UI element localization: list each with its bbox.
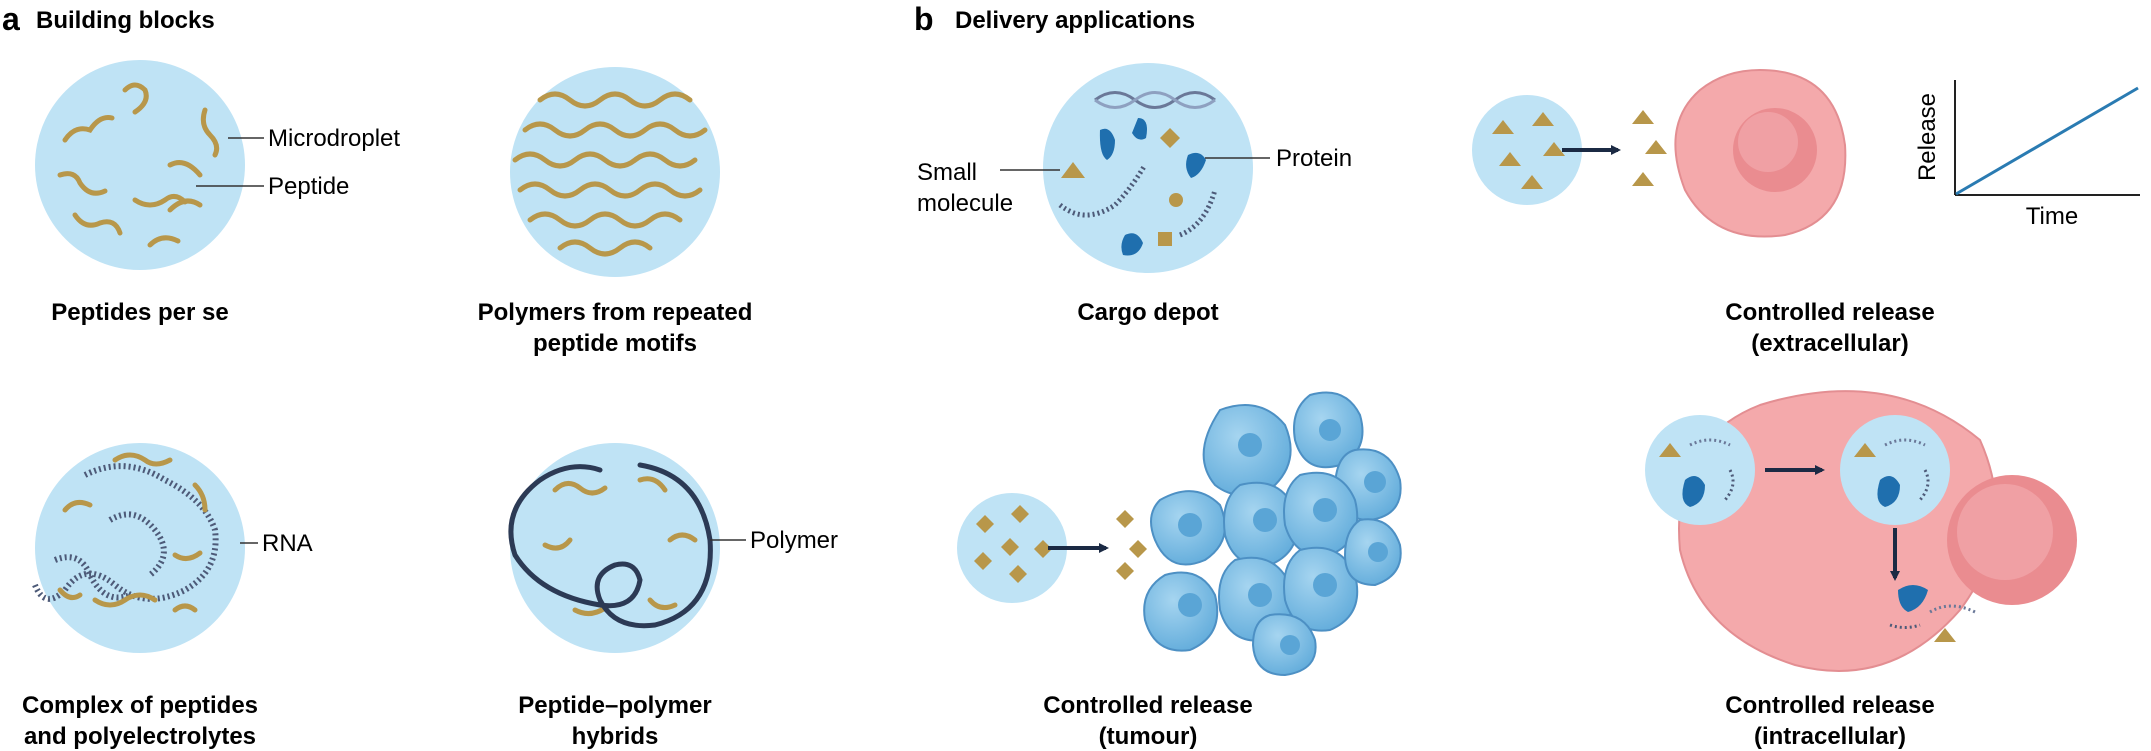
dna-helix bbox=[1094, 91, 1216, 109]
intracellular-caption-line2: (intracellular) bbox=[1754, 723, 1906, 750]
panel-a: a Building blocks Microdroplet Peptide P… bbox=[2, 1, 838, 750]
release-time-chart: Release Time bbox=[1914, 80, 2140, 230]
release-axis-label: Release bbox=[1914, 93, 1941, 181]
complex-caption-line2: and polyelectrolytes bbox=[24, 723, 256, 750]
small-molecule-diamond bbox=[1160, 128, 1180, 148]
panel-a-heading: Building blocks bbox=[36, 7, 215, 34]
repeated-motif-polymers-diagram: Polymers from repeated peptide motifs bbox=[478, 67, 753, 357]
cargo-depot-diagram: Small molecule Protein Cargo depot bbox=[917, 63, 1352, 326]
time-axis-label: Time bbox=[2026, 203, 2078, 230]
intracellular-caption-line1: Controlled release bbox=[1725, 692, 1934, 719]
small-molecule-triangle bbox=[1543, 142, 1565, 156]
small-molecule-triangle bbox=[1492, 120, 1514, 134]
small-molecule-triangle bbox=[1659, 443, 1681, 457]
small-molecule-triangle bbox=[1532, 112, 1554, 126]
peptide-strands bbox=[57, 82, 220, 248]
rna-strand bbox=[1723, 469, 1735, 501]
protein-blob bbox=[1099, 128, 1115, 160]
rna-strand bbox=[1918, 469, 1930, 501]
small-molecule-triangle bbox=[1854, 443, 1876, 457]
small-molecule-triangle bbox=[1521, 175, 1543, 189]
small-molecule-triangle bbox=[1061, 162, 1085, 178]
peptide-label: Peptide bbox=[268, 173, 349, 200]
panel-b-letter: b bbox=[914, 1, 934, 37]
rna-strand bbox=[1884, 438, 1926, 447]
cargo-depot-caption: Cargo depot bbox=[1077, 299, 1218, 326]
small-molecule-circle bbox=[1169, 193, 1183, 207]
protein-blob bbox=[1132, 118, 1147, 140]
droplet-outside-cell bbox=[1645, 415, 1755, 525]
small-molecule-diamond bbox=[1009, 565, 1027, 583]
small-molecule-diamond bbox=[976, 515, 994, 533]
peptide-strands bbox=[57, 452, 208, 613]
protein-blob bbox=[1682, 476, 1705, 507]
small-molecule-triangle bbox=[1499, 152, 1521, 166]
panel-b: b Delivery applications Small molecule P… bbox=[914, 1, 2140, 750]
small-molecule-square bbox=[1158, 232, 1172, 246]
protein-blob bbox=[1121, 233, 1143, 256]
rna-strands bbox=[32, 463, 219, 602]
rna-strand bbox=[1689, 438, 1731, 447]
microdroplet-label: Microdroplet bbox=[268, 125, 400, 152]
polymer-strands bbox=[512, 91, 708, 257]
repeated-motif-caption-line2: peptide motifs bbox=[533, 330, 697, 357]
hybrids-caption-line1: Peptide–polymer bbox=[518, 692, 711, 719]
peptide-polymer-hybrids-diagram: Polymer Peptide–polymer hybrids bbox=[508, 443, 838, 750]
tumour-caption-line2: (tumour) bbox=[1099, 723, 1198, 750]
protein-label: Protein bbox=[1276, 145, 1352, 172]
release-line bbox=[1955, 86, 2139, 196]
released-molecule bbox=[1934, 628, 1956, 642]
tumour-nuclei bbox=[1178, 419, 1388, 655]
hybrids-caption-line2: hybrids bbox=[572, 723, 659, 750]
polymer-label: Polymer bbox=[750, 527, 838, 554]
released-rna bbox=[1889, 623, 1921, 629]
microdroplet-circle bbox=[510, 443, 720, 653]
peptide-polyelectrolyte-complex-diagram: RNA Complex of peptides and polyelectrol… bbox=[22, 443, 313, 750]
released-molecule bbox=[1632, 110, 1654, 124]
small-molecule-label-line1: Small bbox=[917, 159, 977, 186]
small-molecule-label-line2: molecule bbox=[917, 190, 1013, 217]
protein-blob bbox=[1877, 476, 1900, 507]
cell-nucleus-highlight bbox=[1738, 112, 1798, 172]
microdroplet-circle bbox=[35, 60, 245, 270]
panel-b-heading: Delivery applications bbox=[955, 7, 1195, 34]
peptide-strands bbox=[542, 476, 698, 616]
tumour-caption-line1: Controlled release bbox=[1043, 692, 1252, 719]
peptides-per-se-caption: Peptides per se bbox=[51, 299, 228, 326]
rna-label: RNA bbox=[262, 530, 313, 557]
droplet-at-membrane bbox=[1840, 415, 1950, 525]
panel-a-letter: a bbox=[2, 1, 20, 37]
extracellular-caption-line1: Controlled release bbox=[1725, 299, 1934, 326]
extracellular-release-diagram: Release Time Controlled release (extrace… bbox=[1472, 68, 2140, 357]
released-molecule bbox=[1129, 540, 1147, 558]
small-molecule-diamond bbox=[974, 552, 992, 570]
intracellular-release-diagram: Controlled release (intracellular) bbox=[1645, 390, 2077, 750]
extracellular-caption-line2: (extracellular) bbox=[1751, 330, 1908, 357]
polymer-chain bbox=[508, 462, 713, 629]
peptides-per-se-diagram: Microdroplet Peptide Peptides per se bbox=[35, 60, 400, 326]
microdroplet-circle bbox=[1472, 95, 1582, 205]
protein-blob bbox=[1186, 152, 1206, 178]
released-molecule bbox=[1645, 140, 1667, 154]
small-molecule-diamond bbox=[1001, 538, 1019, 556]
dna-helix bbox=[1094, 91, 1216, 109]
tumour-release-diagram: Controlled release (tumour) bbox=[957, 391, 1402, 750]
complex-caption-line1: Complex of peptides bbox=[22, 692, 258, 719]
nucleus-highlight bbox=[1957, 484, 2053, 580]
repeated-motif-caption-line1: Polymers from repeated bbox=[478, 299, 753, 326]
microdroplet-circle bbox=[35, 443, 245, 653]
released-molecule bbox=[1116, 562, 1134, 580]
small-molecule-diamond bbox=[1011, 505, 1029, 523]
released-molecule bbox=[1116, 510, 1134, 528]
released-protein bbox=[1898, 585, 1928, 612]
small-molecule-diamond bbox=[1034, 540, 1052, 558]
rna-strand bbox=[1178, 189, 1218, 238]
released-molecule bbox=[1632, 172, 1654, 186]
